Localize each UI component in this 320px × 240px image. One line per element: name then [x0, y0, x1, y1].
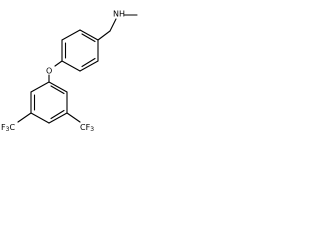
- amine-label: NH: [113, 10, 125, 19]
- cf3-group-right: CF3: [66, 112, 94, 133]
- ether-oxygen-label: O: [46, 67, 52, 76]
- ether-linkage: O: [46, 60, 63, 83]
- chemical-structure: NH O F3C CF3: [1, 10, 138, 133]
- cf3-left-label: F3C: [1, 123, 15, 133]
- cf3-right-label: CF3: [80, 123, 94, 133]
- top-benzene-ring: [61, 29, 99, 72]
- cf3-group-left: F3C: [1, 112, 32, 133]
- methylaminomethyl-chain: NH: [97, 10, 138, 41]
- bottom-benzene-ring: [30, 81, 68, 124]
